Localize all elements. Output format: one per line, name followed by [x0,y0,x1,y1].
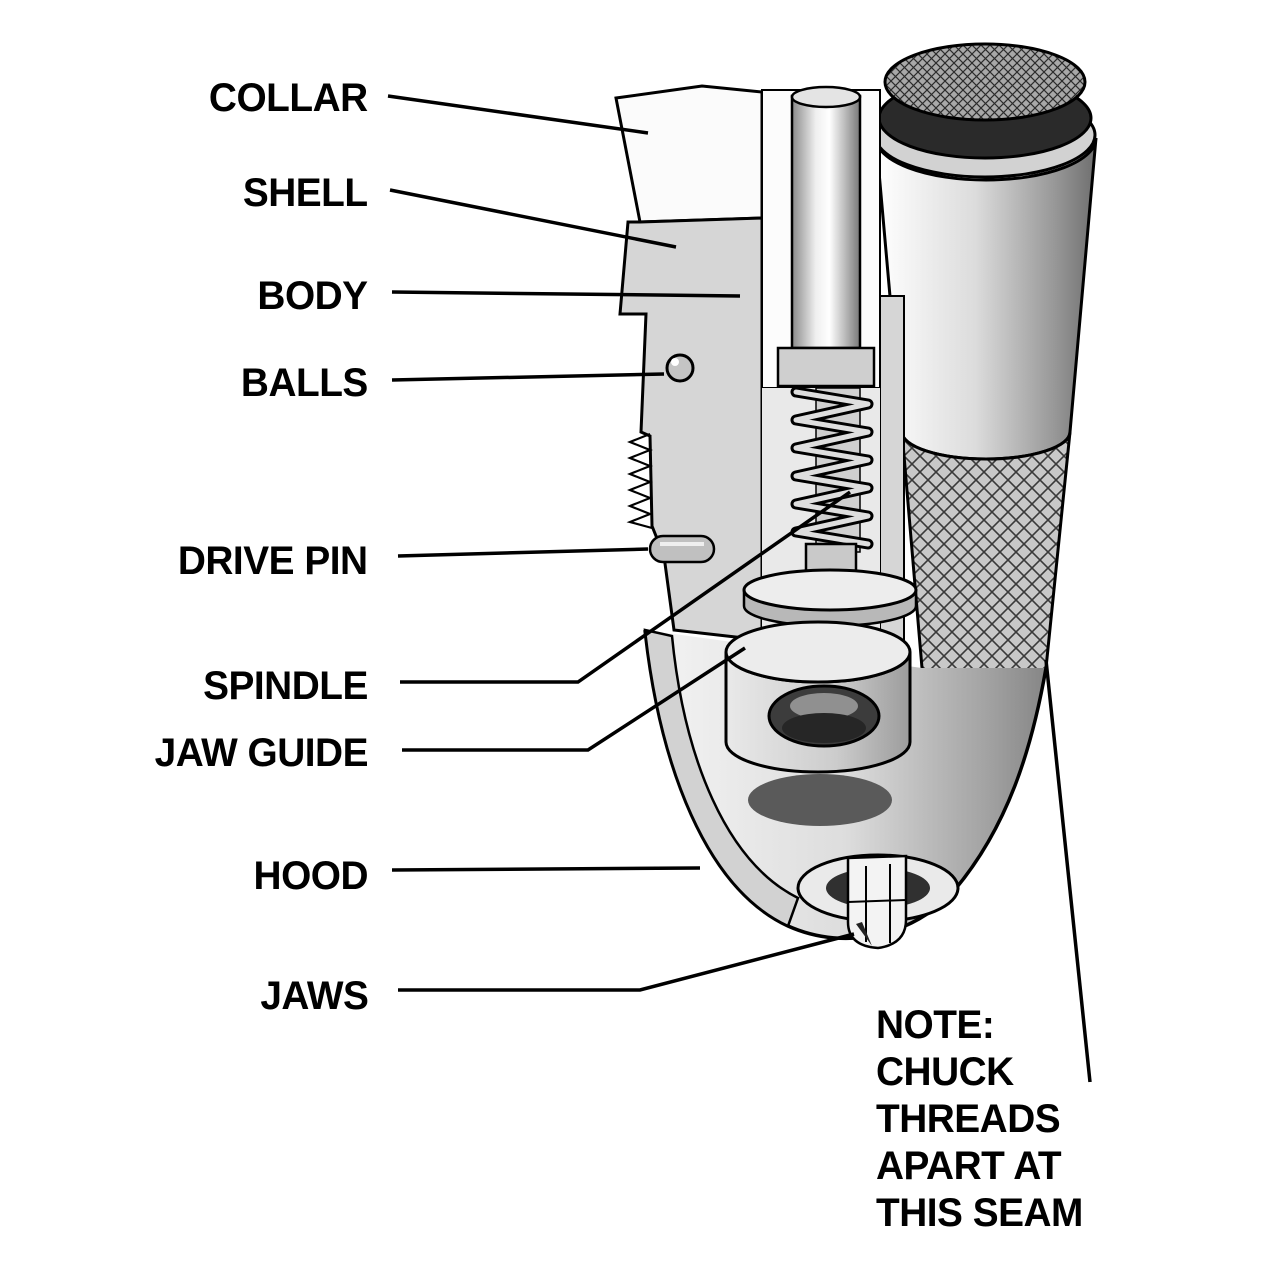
leader-hood [391,866,701,872]
sleeve-knurled-band [900,431,1072,694]
label-spindle: SPINDLE [203,664,368,708]
leader-body [391,290,741,298]
label-collar: COLLAR [209,76,368,120]
leader-note-seam [1044,659,1092,1083]
leader-spindle [400,490,852,684]
leader-balls [391,372,665,382]
label-hood: HOOD [253,854,369,898]
label-drive-pin: DRIVE PIN [178,539,368,583]
spindle-part [761,85,881,389]
hood-interior-shadow [748,774,892,826]
top-cap [873,42,1097,179]
label-jaw-guide: JAW GUIDE [154,731,369,775]
label-shell: SHELL [243,171,368,215]
note-line: THREADS [876,1097,1061,1141]
leader-lines [387,94,1092,1083]
label-jaws: JAWS [259,974,369,1018]
leader-collar [387,94,649,135]
jaw-guide-part [724,620,912,774]
shell-body-section [618,216,764,642]
hood-cut-face [643,628,800,928]
shell-threads [626,432,653,530]
note-line: NOTE: [876,1003,995,1047]
leader-drive-pin [397,547,649,558]
label-balls: BALLS [241,361,368,405]
sleeve-upper-cylinder [874,137,1098,461]
balls-part [665,353,695,383]
note-line: THIS SEAM [876,1191,1083,1235]
spring-coil [790,386,874,550]
drive-pin-part [648,534,716,564]
leader-jaw-guide [402,646,746,752]
leader-shell [389,188,677,249]
collar-part [614,84,764,224]
leader-jaws [398,932,855,992]
note-line: CHUCK [876,1050,1014,1094]
label-body: BODY [257,274,369,318]
jaws-part [796,853,960,950]
note-line: APART AT [876,1144,1062,1188]
note-block: NOTE: CHUCK THREADS APART AT THIS SEAM [876,1002,1083,1237]
